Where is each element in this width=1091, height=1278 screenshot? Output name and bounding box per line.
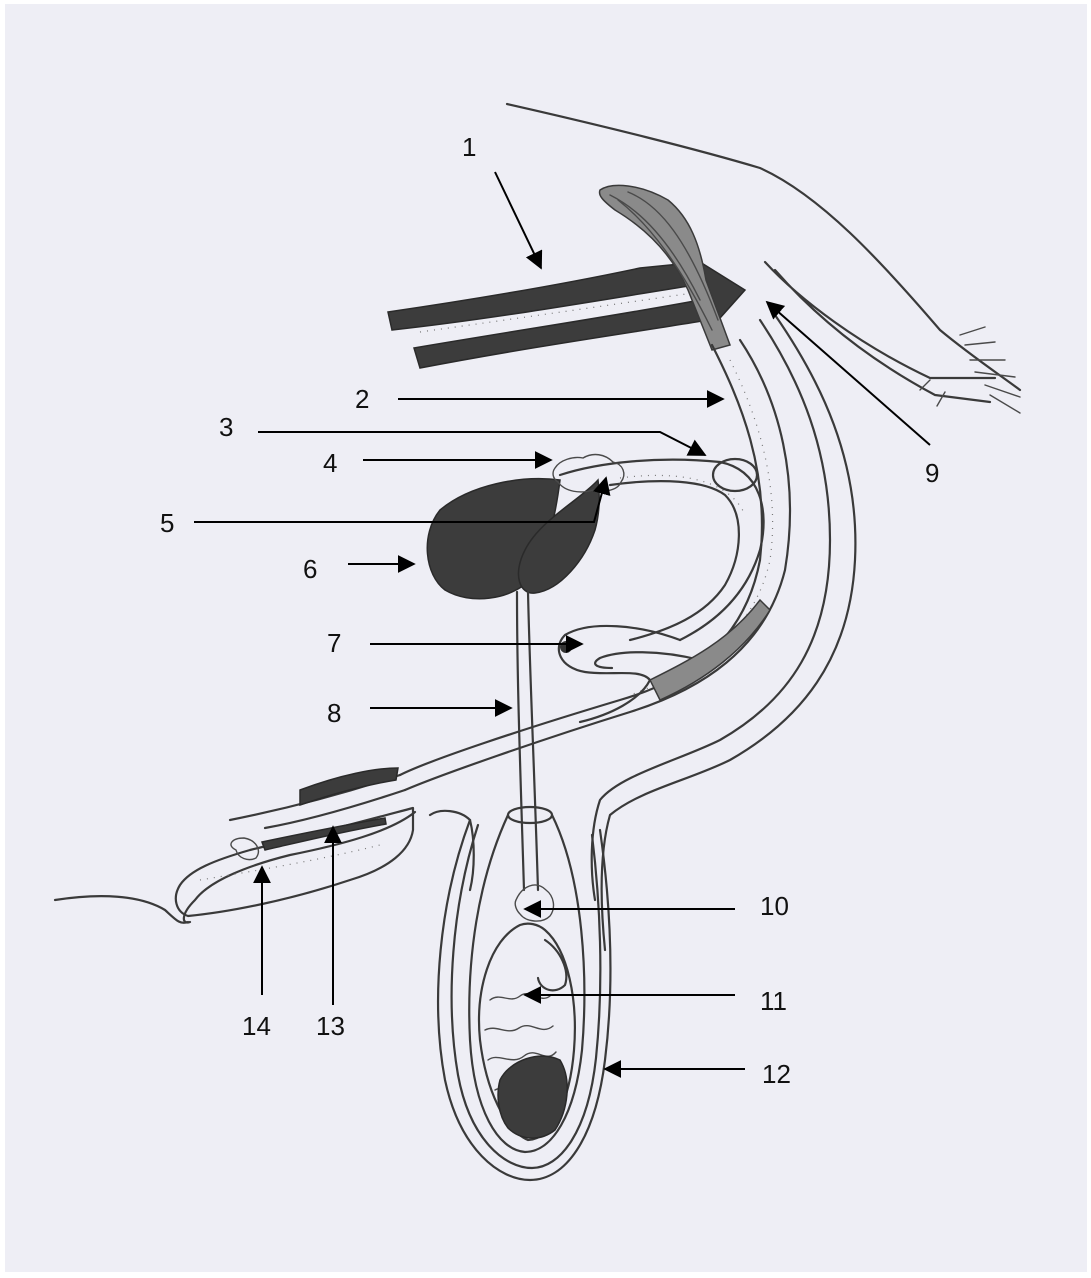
leader-1	[495, 172, 541, 268]
back-outline	[507, 104, 1020, 390]
outer-contour-1	[592, 320, 830, 900]
urethral-process	[262, 818, 386, 850]
spermatic-cord-right	[528, 592, 538, 890]
label-3: 3	[219, 412, 233, 442]
epididymis-tail	[498, 1056, 567, 1138]
prepuce-outer	[184, 811, 474, 923]
belly-line	[55, 896, 188, 923]
label-7: 7	[327, 628, 341, 658]
bulbourethral-gland	[713, 459, 757, 491]
anatomical-drawing	[55, 104, 1020, 1180]
label-11: 11	[760, 986, 787, 1016]
label-10: 10	[760, 891, 789, 921]
label-14: 14	[242, 1011, 271, 1041]
flexure-dot	[560, 641, 572, 653]
label-8: 8	[327, 698, 341, 728]
label-12: 12	[762, 1059, 791, 1089]
label-6: 6	[303, 554, 317, 584]
label-1: 1	[462, 132, 476, 162]
epididymis-head	[515, 885, 553, 921]
spermatic-cord-left	[517, 592, 524, 890]
retractor-muscle	[650, 600, 770, 700]
label-4: 4	[323, 448, 337, 478]
testis-inner-curve	[538, 940, 566, 990]
tail	[765, 262, 995, 402]
label-13: 13	[316, 1011, 345, 1041]
urethra-dots	[630, 360, 773, 695]
penis-muscle	[300, 768, 398, 805]
label-5: 5	[160, 508, 174, 538]
label-2: 2	[355, 384, 369, 414]
label-9: 9	[925, 458, 939, 488]
inguinal-ring	[508, 807, 552, 823]
sheath-dots	[200, 845, 380, 880]
ductus-lower	[610, 481, 739, 640]
